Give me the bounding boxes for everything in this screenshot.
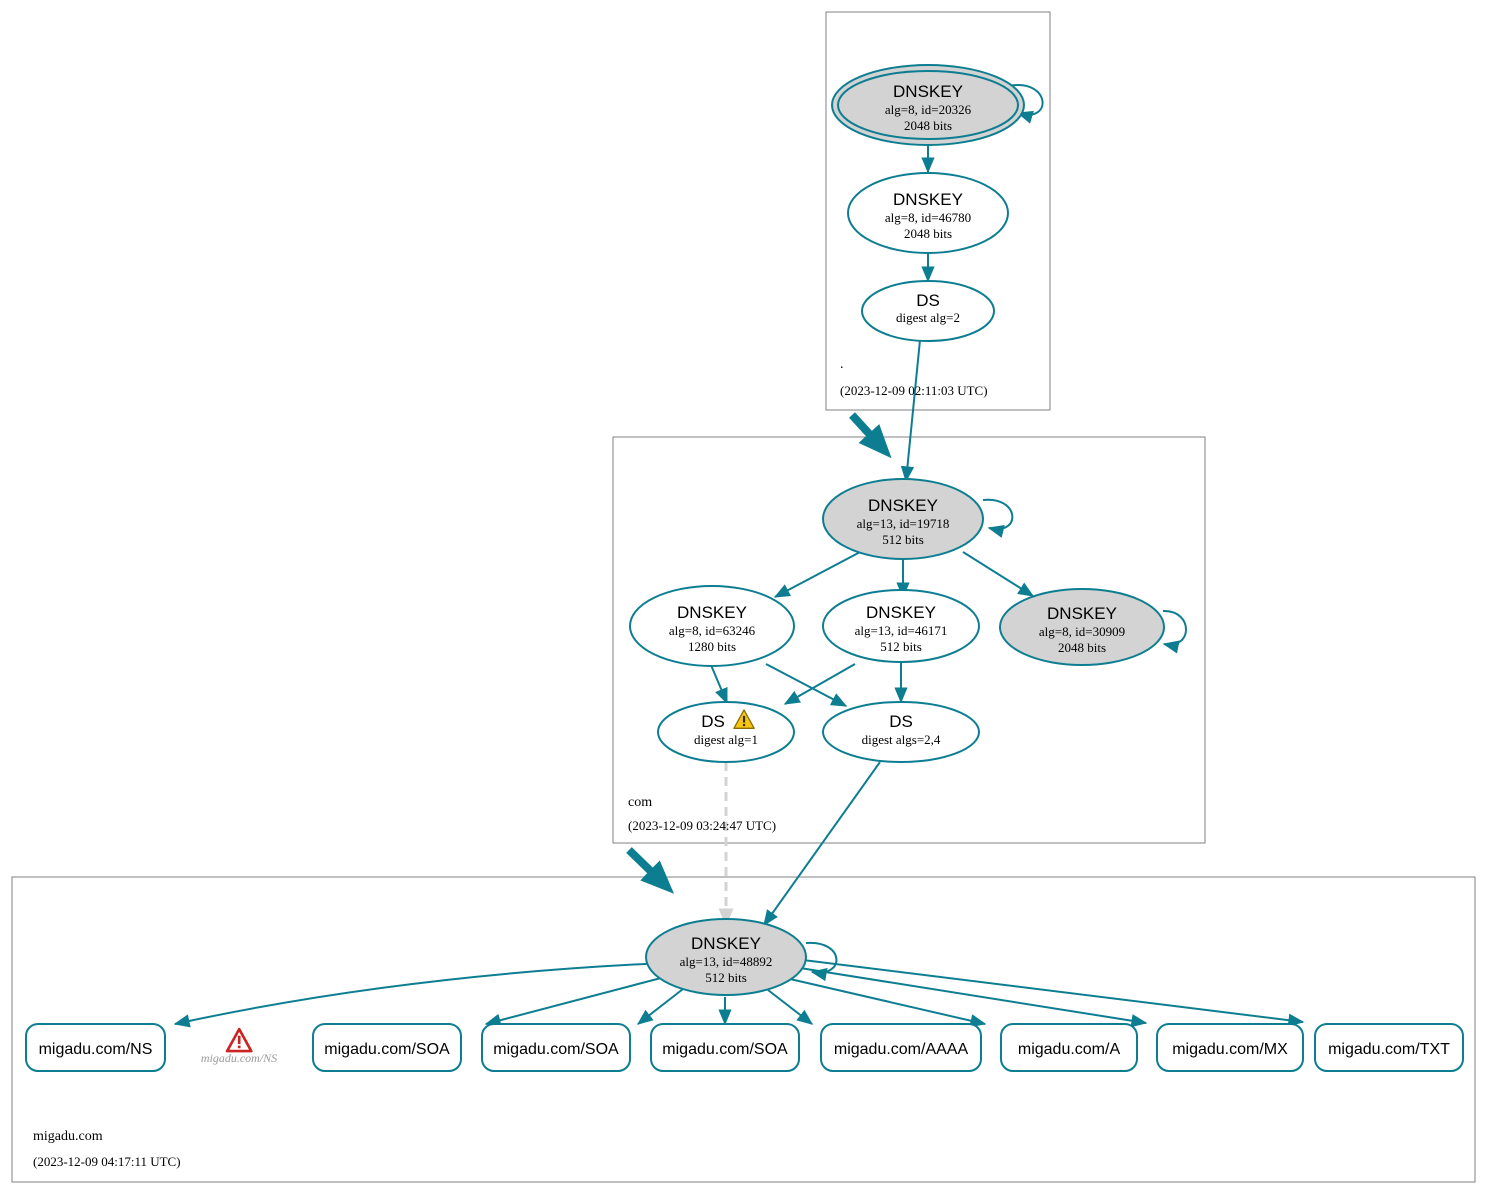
node-com-63246-bits: 1280 bits xyxy=(688,639,736,654)
warning-triangle-icon xyxy=(733,709,755,729)
edge-com-30909-selfsign xyxy=(1162,609,1187,654)
node-root-ksk-title: DNSKEY xyxy=(893,82,963,101)
node-root-ds-title: DS xyxy=(916,291,940,310)
node-com-46171-title: DNSKEY xyxy=(866,603,936,622)
rrset-label-a: migadu.com/A xyxy=(1018,1041,1121,1058)
node-com-ds1-digest: digest alg=1 xyxy=(694,732,758,747)
node-migadu-key-title: DNSKEY xyxy=(691,934,761,953)
node-com-ksk[interactable]: DNSKEY alg=13, id=19718 512 bits xyxy=(822,478,984,560)
rrset-label-soa-2: migadu.com/SOA xyxy=(493,1041,619,1058)
rrset-migadu-soa-2[interactable]: migadu.com/SOA xyxy=(481,1023,631,1072)
node-com-46171-keyinfo: alg=13, id=46171 xyxy=(855,623,948,638)
edge-com-63246-to-ds24 xyxy=(765,663,848,707)
node-com-63246-keyinfo: alg=8, id=63246 xyxy=(669,623,756,638)
delegation-root-to-com xyxy=(849,412,892,459)
edge-migadu-key-to-ns xyxy=(173,962,666,1028)
node-com-ds24-digest: digest algs=2,4 xyxy=(862,732,941,747)
edge-com-63246-to-ds1 xyxy=(710,664,728,705)
zone-timestamp-root: (2023-12-09 02:11:03 UTC) xyxy=(840,383,988,398)
rrset-label-aaaa: migadu.com/AAAA xyxy=(834,1041,969,1058)
node-com-ksk-title: DNSKEY xyxy=(868,496,938,515)
error-triangle-icon xyxy=(225,1027,253,1053)
node-migadu-key-bits: 512 bits xyxy=(705,970,747,985)
node-com-ksk-bits: 512 bits xyxy=(882,532,924,547)
rrset-label-soa-3: migadu.com/SOA xyxy=(662,1041,788,1058)
rrset-label-txt: migadu.com/TXT xyxy=(1328,1041,1450,1058)
zone-label-migadu: migadu.com xyxy=(33,1129,103,1144)
node-com-46171-bits: 512 bits xyxy=(880,639,922,654)
rrset-label-ns: migadu.com/NS xyxy=(39,1041,153,1058)
edge-com-ds24-to-migadu-key xyxy=(763,761,881,927)
zone-timestamp-migadu: (2023-12-09 04:17:11 UTC) xyxy=(33,1154,181,1169)
node-root-zsk-title: DNSKEY xyxy=(893,190,963,209)
delegation-com-to-migadu xyxy=(626,847,675,894)
rrset-migadu-txt[interactable]: migadu.com/TXT xyxy=(1314,1023,1464,1072)
zone-timestamp-com: (2023-12-09 03:24:47 UTC) xyxy=(628,818,776,833)
edge-com-46171-to-ds1 xyxy=(783,663,856,705)
node-com-30909-title: DNSKEY xyxy=(1047,604,1117,623)
node-migadu-key-keyinfo: alg=13, id=48892 xyxy=(680,954,773,969)
rrset-migadu-mx[interactable]: migadu.com/MX xyxy=(1156,1023,1304,1072)
edge-migadu-key-to-mx xyxy=(799,967,1148,1028)
node-com-ds-alg1[interactable]: DS digest alg=1 xyxy=(657,701,795,763)
node-com-63246-title: DNSKEY xyxy=(677,603,747,622)
rrset-migadu-soa-1[interactable]: migadu.com/SOA xyxy=(312,1023,462,1072)
node-com-30909-bits: 2048 bits xyxy=(1058,640,1106,655)
node-root-ksk[interactable]: DNSKEY alg=8, id=20326 2048 bits xyxy=(831,64,1025,146)
node-com-key-46171[interactable]: DNSKEY alg=13, id=46171 512 bits xyxy=(822,589,980,663)
node-root-ds-com[interactable]: DS digest alg=2 xyxy=(861,280,995,342)
zone-label-com: com xyxy=(628,795,652,810)
error-label-migadu-ns: migadu.com/NS xyxy=(201,1051,277,1065)
node-migadu-key[interactable]: DNSKEY alg=13, id=48892 512 bits xyxy=(645,918,807,996)
edge-com-ksk-to-30909 xyxy=(962,551,1035,597)
node-com-ds-algs24[interactable]: DS digest algs=2,4 xyxy=(822,701,980,763)
node-com-ds24-title: DS xyxy=(889,712,913,731)
node-root-zsk-bits: 2048 bits xyxy=(904,226,952,241)
edge-migadu-key-to-soa-2 xyxy=(636,988,684,1025)
node-root-ds-digest: digest alg=2 xyxy=(896,310,960,325)
node-root-ksk-bits: 2048 bits xyxy=(904,118,952,133)
node-com-key-30909[interactable]: DNSKEY alg=8, id=30909 2048 bits xyxy=(999,588,1165,666)
zone-label-root: . xyxy=(840,357,844,372)
rrset-migadu-soa-3[interactable]: migadu.com/SOA xyxy=(650,1023,800,1072)
edge-root-ds-to-com-ksk xyxy=(900,339,921,483)
node-root-ksk-keyinfo: alg=8, id=20326 xyxy=(885,102,972,117)
error-marker-migadu-ns[interactable]: migadu.com/NS xyxy=(201,1027,277,1065)
node-com-key-63246[interactable]: DNSKEY alg=8, id=63246 1280 bits xyxy=(629,585,795,667)
node-root-zsk-keyinfo: alg=8, id=46780 xyxy=(885,210,971,225)
rrset-migadu-ns[interactable]: migadu.com/NS xyxy=(25,1023,166,1072)
edge-migadu-key-to-txt xyxy=(802,959,1305,1027)
node-root-zsk[interactable]: DNSKEY alg=8, id=46780 2048 bits xyxy=(847,172,1009,254)
rrset-label-soa-1: migadu.com/SOA xyxy=(324,1041,450,1058)
edge-migadu-key-to-a xyxy=(789,978,987,1028)
rrset-migadu-aaaa[interactable]: migadu.com/AAAA xyxy=(820,1023,982,1072)
edge-com-ksk-to-63246 xyxy=(773,550,863,598)
edge-migadu-key-to-aaaa xyxy=(767,989,814,1025)
edge-migadu-key-to-soa-1 xyxy=(484,977,662,1027)
rrset-label-mx: migadu.com/MX xyxy=(1172,1041,1288,1058)
rrset-migadu-a[interactable]: migadu.com/A xyxy=(1000,1023,1138,1072)
edge-root-ksk-selfsign xyxy=(1008,84,1044,124)
node-com-ksk-keyinfo: alg=13, id=19718 xyxy=(857,516,950,531)
node-com-30909-keyinfo: alg=8, id=30909 xyxy=(1039,624,1125,639)
edge-com-ksk-selfsign xyxy=(982,498,1014,538)
node-com-ds1-title: DS xyxy=(701,712,725,731)
